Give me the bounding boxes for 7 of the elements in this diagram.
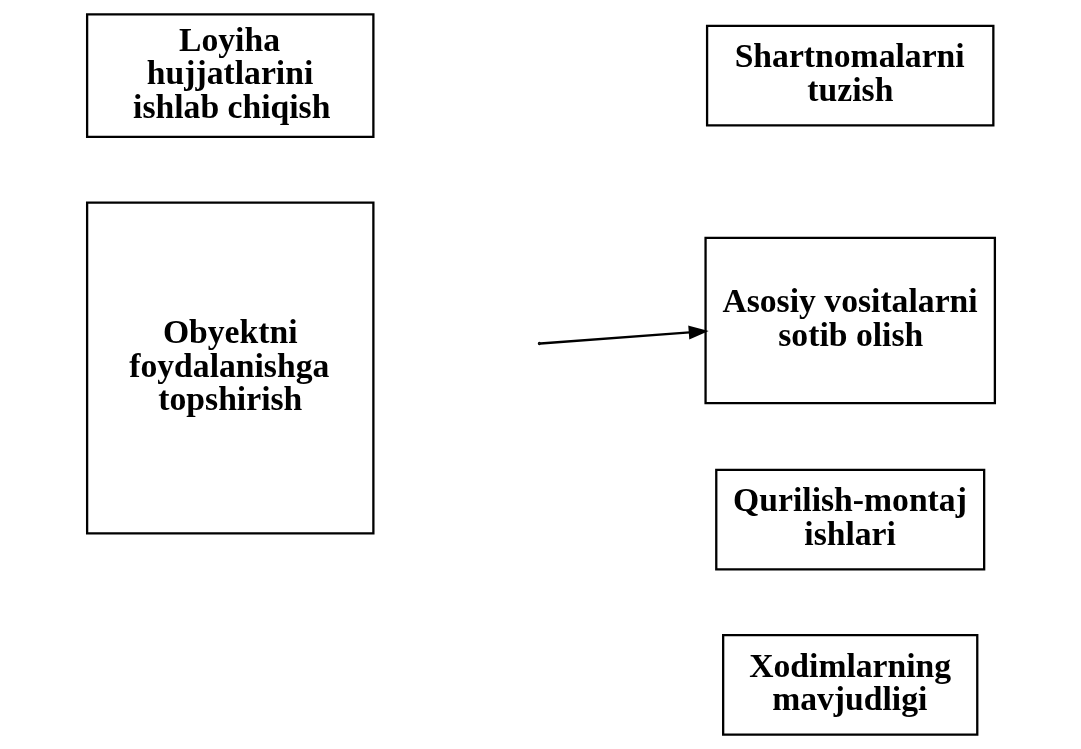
node-box: Asosiy vositalarni sotib olish bbox=[703, 236, 996, 405]
node-box: Obyektni foydalanishga topshirish bbox=[85, 201, 375, 535]
arrow bbox=[539, 325, 709, 345]
node-box: Qurilish-montaj ishlari bbox=[714, 468, 985, 571]
node-box: Xodimlarning mavjudligi bbox=[721, 633, 978, 736]
node-box: Shartnomalarni tuzish bbox=[705, 24, 994, 127]
node-box: Loyiha hujjatlarini ishlab chiqish bbox=[85, 13, 375, 138]
